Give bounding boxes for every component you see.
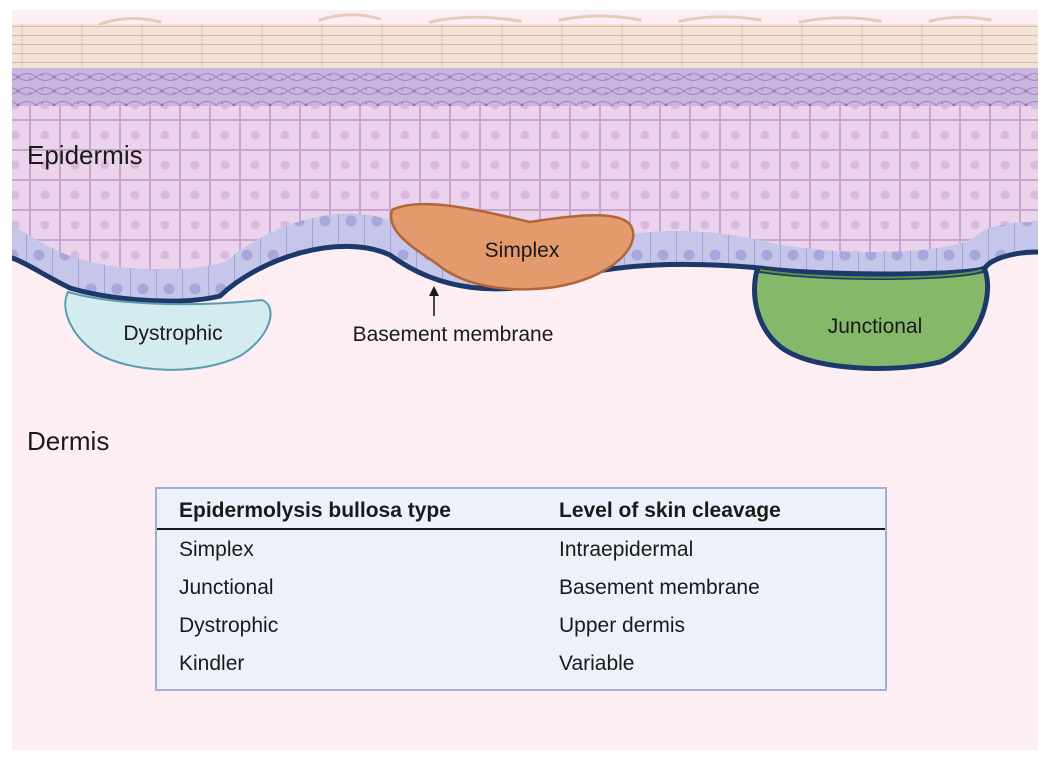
simplex-label: Simplex [485, 239, 560, 262]
cleavage-level-cell: Variable [559, 652, 635, 675]
table-header-divider [157, 528, 885, 530]
table-row: Simplex Intraepidermal [157, 536, 885, 574]
table-body: Simplex Intraepidermal Junctional Baseme… [157, 536, 885, 688]
table-header-level: Level of skin cleavage [559, 499, 781, 522]
table-row: Junctional Basement membrane [157, 574, 885, 612]
junctional-label: Junctional [828, 315, 923, 338]
spinous-layer [12, 60, 1038, 270]
junctional-blister-top-edge [759, 269, 983, 279]
eb-type-cell: Simplex [179, 538, 254, 561]
eb-type-cell: Dystrophic [179, 614, 279, 637]
corneum-flakes [98, 13, 992, 26]
eb-type-cell: Kindler [179, 652, 245, 675]
table-row: Kindler Variable [157, 650, 885, 688]
simplex-blister [389, 202, 635, 291]
dystrophic-label: Dystrophic [123, 322, 222, 345]
eb-types-table: Epidermolysis bullosa type Level of skin… [155, 487, 887, 691]
cleavage-level-cell: Intraepidermal [559, 538, 694, 561]
cleavage-level-cell: Upper dermis [559, 614, 686, 637]
eb-type-cell: Junctional [179, 576, 274, 599]
dystrophic-blister [64, 290, 272, 371]
table-row: Dystrophic Upper dermis [157, 612, 885, 650]
epidermis-label: Epidermis [27, 140, 143, 170]
dermis-label: Dermis [27, 426, 109, 456]
basement-membrane-arrow-head [429, 286, 439, 296]
basement-membrane-label: Basement membrane [353, 323, 554, 346]
stratum-granulosum [12, 66, 1038, 106]
basement-membrane-line [12, 243, 1038, 304]
table-header-type: Epidermolysis bullosa type [179, 499, 451, 522]
stratum-corneum [12, 24, 1038, 68]
table-header-row: Epidermolysis bullosa type Level of skin… [157, 499, 885, 527]
cleavage-level-cell: Basement membrane [559, 576, 760, 599]
